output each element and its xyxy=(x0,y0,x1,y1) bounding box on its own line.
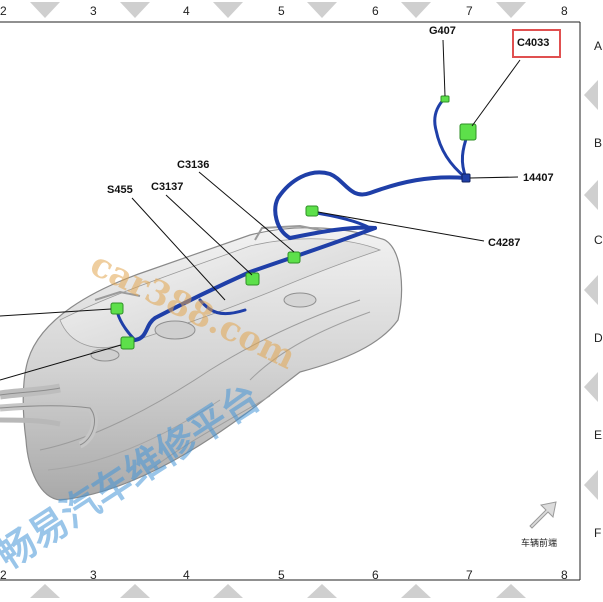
bottom-number-8: 8 xyxy=(561,568,568,582)
right-letter-c: C xyxy=(594,233,603,247)
fuel-tank xyxy=(0,224,403,501)
label-c4287: C4287 xyxy=(488,237,520,249)
bottom-number-5: 5 xyxy=(278,568,285,582)
right-letter-b: B xyxy=(594,136,602,150)
connector-c4287 xyxy=(305,205,319,217)
front-arrow-icon xyxy=(529,501,557,529)
top-number-2: 2 xyxy=(0,4,7,18)
connector-g407 xyxy=(440,95,450,103)
bottom-number-6: 6 xyxy=(372,568,379,582)
label-c3137: C3137 xyxy=(151,181,183,193)
label-s455: S455 xyxy=(107,184,133,196)
connector-c3137 xyxy=(245,272,260,286)
top-number-3: 3 xyxy=(90,4,97,18)
bottom-number-7: 7 xyxy=(466,568,473,582)
bottom-number-2: 2 xyxy=(0,568,7,582)
connector-c3136 xyxy=(287,251,301,264)
right-letter-a: A xyxy=(594,39,602,53)
splice-14407 xyxy=(461,173,471,183)
connector-c4033 xyxy=(459,123,477,141)
right-letter-f: F xyxy=(594,526,601,540)
connector-left-lower xyxy=(120,336,135,350)
label-c4033: C4033 xyxy=(517,37,549,49)
bottom-number-4: 4 xyxy=(183,568,190,582)
top-number-6: 6 xyxy=(372,4,379,18)
right-letter-d: D xyxy=(594,331,603,345)
top-number-7: 7 xyxy=(466,4,473,18)
leader-lines xyxy=(0,39,521,381)
highlight-box-c4033 xyxy=(512,29,561,58)
front-label: 车辆前端 xyxy=(521,537,557,549)
top-number-8: 8 xyxy=(561,4,568,18)
label-g407: G407 xyxy=(429,25,456,37)
label-c3136: C3136 xyxy=(177,159,209,171)
bottom-number-3: 3 xyxy=(90,568,97,582)
connector-left-upper xyxy=(110,302,124,315)
right-letter-e: E xyxy=(594,428,602,442)
label-14407: 14407 xyxy=(523,172,554,184)
connectors xyxy=(110,95,477,350)
top-number-5: 5 xyxy=(278,4,285,18)
vehicle-front-indicator: 车辆前端 xyxy=(521,501,557,549)
top-number-4: 4 xyxy=(183,4,190,18)
